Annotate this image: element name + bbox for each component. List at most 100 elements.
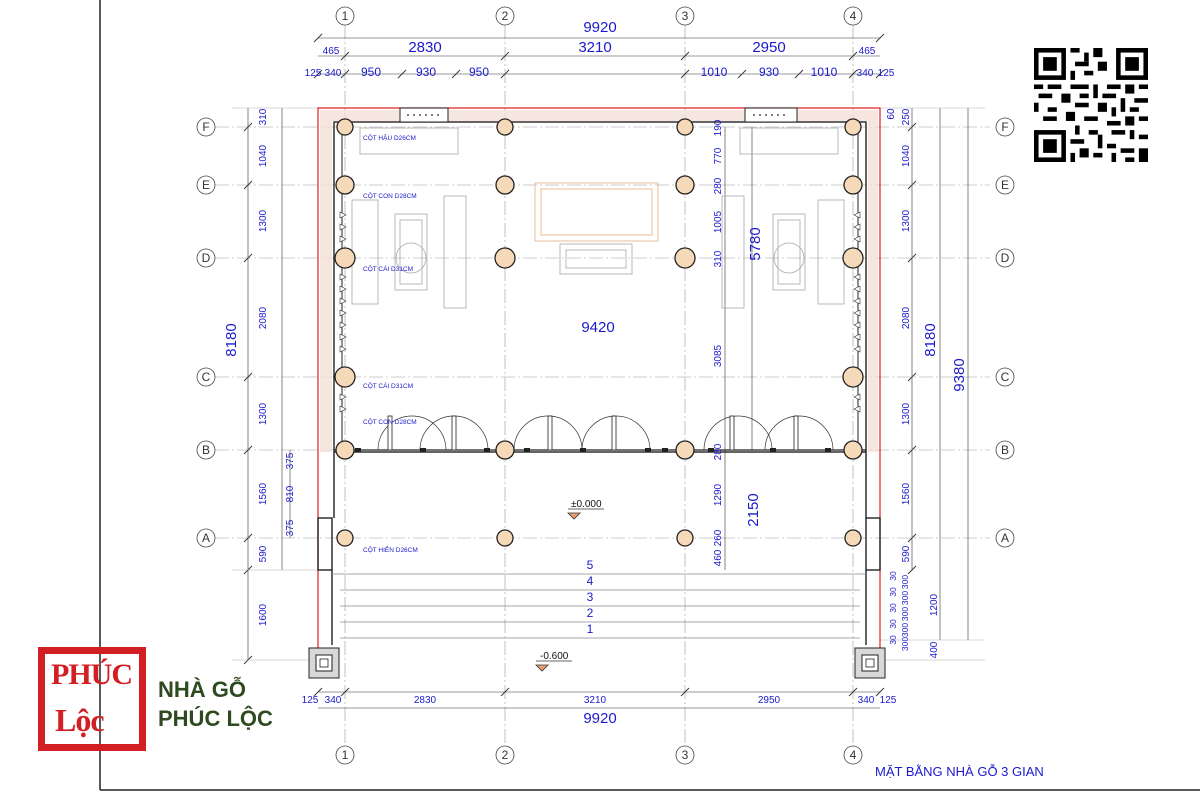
dim-right-row: 1300	[901, 209, 912, 232]
dim-inner: 770	[713, 147, 724, 164]
dim-step: 300	[900, 623, 910, 637]
dim-right-row: 2080	[901, 306, 912, 329]
dim-left-row: 2080	[258, 306, 269, 329]
dim-top-edge: 465	[859, 46, 876, 57]
axis-label-row: D	[1001, 251, 1010, 265]
dim-right-total-outer: 9380	[951, 358, 968, 391]
column-note: CỘT CON D28CM	[363, 417, 417, 426]
dim-top-detail: 1010	[811, 65, 838, 79]
dim-bottom-detail: 125	[302, 695, 319, 706]
dim-right-row: 1300	[901, 402, 912, 425]
column-note: CỘT CÁI D31CM	[363, 264, 413, 273]
dim-left-row: 1040	[258, 144, 269, 167]
dim-inner: 3085	[713, 344, 724, 367]
dim-porch-depth: 2150	[745, 493, 762, 526]
brand-name-line-2: PHÚC LỘC	[158, 706, 273, 731]
dim-step: 300	[900, 591, 910, 605]
dim-step: 30	[888, 587, 898, 597]
dim-top-detail: 1010	[701, 65, 728, 79]
dim-left-sub: 375	[285, 519, 296, 536]
axis-label-row: C	[202, 370, 211, 384]
dim-bottom-detail: 340	[858, 695, 875, 706]
axis-label-col: 4	[850, 9, 857, 23]
dim-right-top: 60	[886, 108, 897, 120]
dim-step: 300	[900, 575, 910, 589]
dim-right-row: 1040	[901, 144, 912, 167]
dim-inner: 460	[713, 549, 724, 566]
dim-step: 300	[900, 607, 910, 621]
dim-inner: 260	[713, 529, 724, 546]
dim-inner-width: 9420	[581, 319, 614, 336]
dim-bottom-total: 9920	[583, 710, 616, 727]
step-number: 2	[587, 606, 594, 620]
dim-inner: 1005	[713, 210, 724, 233]
dim-top-detail: 950	[361, 65, 381, 79]
dim-top-detail: 930	[759, 65, 779, 79]
dim-top-detail: 950	[469, 65, 489, 79]
dim-top-detail: 125	[878, 68, 895, 79]
qr-code-icon	[1034, 48, 1148, 162]
axis-label-row: E	[1001, 178, 1009, 192]
dim-inner: 1290	[713, 483, 724, 506]
dim-left-total: 8180	[223, 323, 240, 356]
dim-bottom-detail: 2950	[758, 695, 781, 706]
axis-label-col: 1	[342, 9, 349, 23]
axis-label-col: 4	[850, 748, 857, 762]
dim-top-detail: 340	[857, 68, 874, 79]
logo-line-1: PHÚC	[51, 658, 133, 691]
dim-right-row: 400	[929, 641, 940, 658]
dim-left-row: 590	[258, 545, 269, 562]
axis-label-row: C	[1001, 370, 1010, 384]
dim-step: 30	[888, 619, 898, 629]
dim-step: 300	[900, 637, 910, 651]
drawing-caption: MẶT BẰNG NHÀ GỖ 3 GIAN	[875, 764, 1044, 779]
axis-label-col: 2	[502, 748, 509, 762]
dim-step: 30	[888, 571, 898, 581]
axis-label-row: E	[202, 178, 210, 192]
axis-label-row: B	[1001, 443, 1009, 457]
brand-name: NHÀ GỖ PHÚC LỘC	[158, 675, 273, 733]
dim-left-row: 1300	[258, 209, 269, 232]
dim-right-row: 1560	[901, 482, 912, 505]
dim-left-sub: 810	[285, 485, 296, 502]
dim-bottom-detail: 340	[325, 695, 342, 706]
dim-bottom-detail: 125	[880, 695, 897, 706]
step-number: 4	[587, 574, 594, 588]
step-number: 5	[587, 558, 594, 572]
axis-label-col: 1	[342, 748, 349, 762]
column-note: CỘT CON D28CM	[363, 191, 417, 200]
column-note: CỘT CÁI D31CM	[363, 381, 413, 390]
dim-bottom-detail: 2830	[414, 695, 437, 706]
column-note: CỘT HẬU D26CM	[363, 133, 416, 142]
dim-top-detail: 125	[305, 68, 322, 79]
axis-label-col: 3	[682, 9, 689, 23]
dim-left-row: 1300	[258, 402, 269, 425]
dim-top-detail: 930	[416, 65, 436, 79]
floor-level-label: ±0.000	[571, 499, 602, 510]
ground-level-label: -0.600	[540, 651, 569, 662]
dim-right-row: 590	[901, 545, 912, 562]
step-number: 3	[587, 590, 594, 604]
logo-line-2: Lộc	[55, 702, 105, 738]
axis-label-row: A	[202, 531, 210, 545]
dim-inner: 280	[713, 443, 724, 460]
dim-left-row: 310	[258, 108, 269, 125]
dim-inner-total: 5780	[747, 227, 764, 260]
dim-right-top: 250	[901, 108, 912, 125]
brand-logo: PHÚC Lộc	[38, 647, 146, 751]
dim-inner: 190	[713, 119, 724, 136]
axis-label-row: F	[1001, 120, 1008, 134]
dim-bottom-detail: 3210	[584, 695, 607, 706]
dim-step: 30	[888, 635, 898, 645]
axis-label-row: D	[202, 251, 211, 265]
axis-label-col: 3	[682, 748, 689, 762]
brand-name-line-1: NHÀ GỖ	[158, 677, 246, 702]
dim-step: 30	[888, 603, 898, 613]
axis-label-row: F	[202, 120, 209, 134]
axis-label-row: B	[202, 443, 210, 457]
dim-right-total-inner: 8180	[922, 323, 939, 356]
axis-label-col: 2	[502, 9, 509, 23]
dim-right-row: 1200	[929, 593, 940, 616]
dim-left-row: 1560	[258, 482, 269, 505]
